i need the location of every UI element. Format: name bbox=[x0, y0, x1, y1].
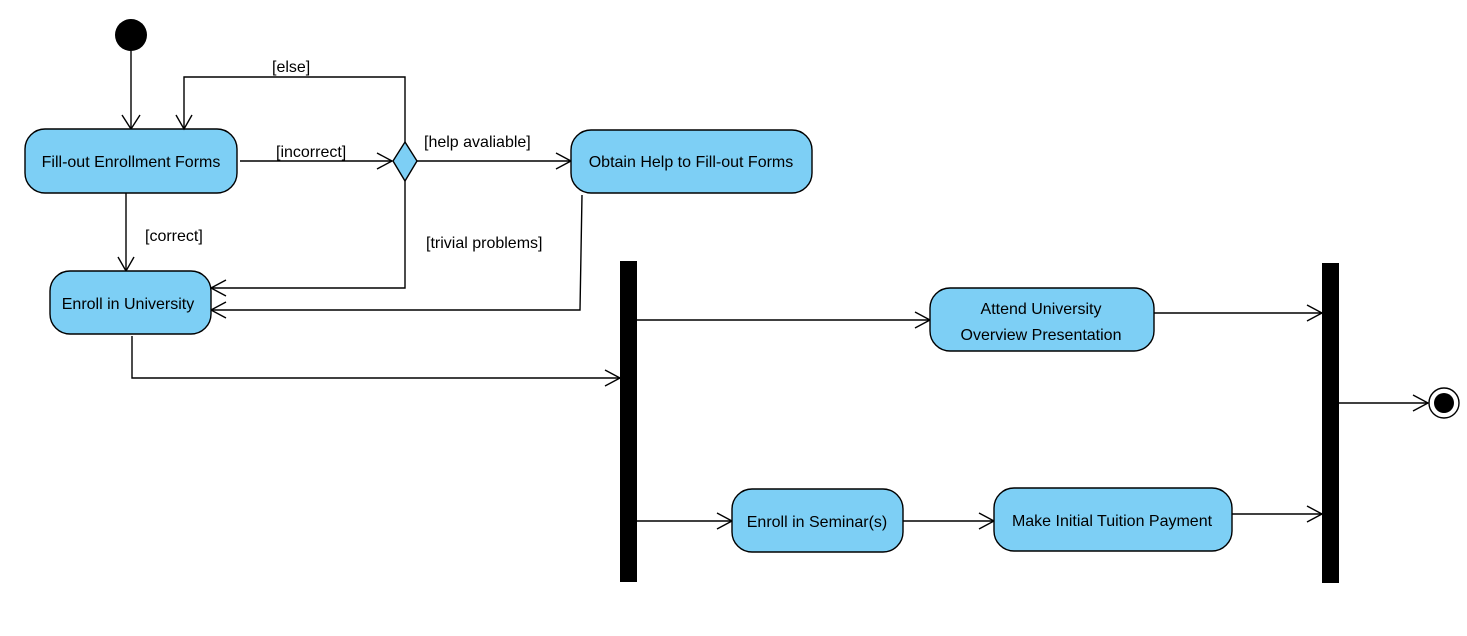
action-label-line2: Overview Presentation bbox=[961, 327, 1122, 344]
action-enroll-in-seminars[interactable]: Enroll in Seminar(s) bbox=[731, 488, 904, 553]
edge-enroll-to-fork bbox=[131, 336, 622, 387]
guard-else: [else] bbox=[272, 59, 310, 76]
edge-initial-to-fill-forms bbox=[121, 51, 141, 131]
action-label: Enroll in Seminar(s) bbox=[747, 514, 887, 531]
action-obtain-help[interactable]: Obtain Help to Fill-out Forms bbox=[570, 129, 813, 194]
edge-decision-to-obtain-help: [help avaliable] bbox=[417, 134, 573, 170]
final-node bbox=[1428, 387, 1460, 419]
action-fill-out-enrollment-forms[interactable]: Fill-out Enrollment Forms bbox=[24, 128, 238, 194]
action-enroll-in-university[interactable]: Enroll in University bbox=[49, 270, 212, 335]
action-label: Fill-out Enrollment Forms bbox=[42, 154, 221, 171]
action-attend-overview-presentation[interactable]: Attend University Overview Presentation bbox=[929, 287, 1155, 352]
edge-fork-to-attend bbox=[637, 311, 932, 329]
edge-fill-forms-to-decision: [incorrect] bbox=[240, 144, 394, 170]
edge-seminar-to-payment bbox=[903, 512, 996, 530]
edge-decision-else-loop: [else] bbox=[175, 59, 406, 142]
action-label: Enroll in University bbox=[62, 296, 194, 313]
edge-attend-to-join bbox=[1154, 304, 1324, 322]
edge-decision-to-enroll: [trivial problems] bbox=[209, 181, 542, 297]
action-label-line1: Attend University bbox=[981, 301, 1102, 318]
fork-bar bbox=[620, 261, 637, 582]
guard-trivial-problems: [trivial problems] bbox=[426, 235, 542, 252]
initial-node bbox=[115, 19, 147, 51]
edge-payment-to-join bbox=[1232, 505, 1324, 523]
edge-fill-forms-to-enroll: [correct] bbox=[117, 193, 203, 273]
edge-obtain-help-to-enroll bbox=[209, 194, 583, 319]
action-label: Obtain Help to Fill-out Forms bbox=[589, 154, 794, 171]
action-label: Make Initial Tuition Payment bbox=[1012, 513, 1213, 530]
guard-help-available: [help avaliable] bbox=[424, 134, 531, 151]
edge-fork-to-seminar bbox=[637, 512, 734, 530]
join-bar bbox=[1322, 263, 1339, 583]
action-make-initial-tuition-payment[interactable]: Make Initial Tuition Payment bbox=[993, 487, 1233, 552]
decision-node[interactable] bbox=[392, 140, 418, 183]
edge-join-to-final bbox=[1339, 394, 1430, 412]
guard-incorrect: [incorrect] bbox=[276, 144, 346, 161]
guard-correct: [correct] bbox=[145, 228, 203, 245]
